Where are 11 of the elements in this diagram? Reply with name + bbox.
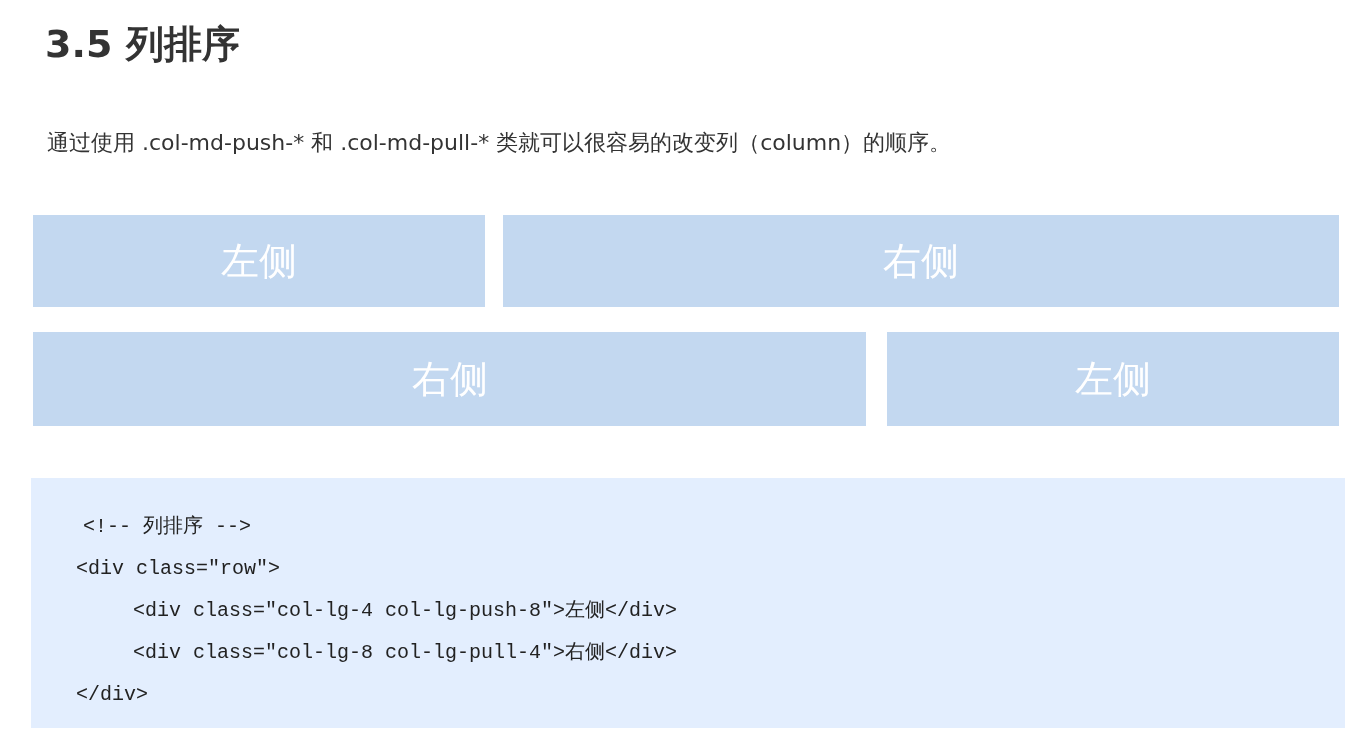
column-box: 左侧: [33, 215, 485, 307]
code-line: </div>: [76, 682, 148, 708]
code-line: <div class="row">: [76, 556, 281, 582]
column-box: 右侧: [33, 332, 866, 426]
column-box: 左侧: [887, 332, 1339, 426]
code-line: <div class="col-lg-8 col-lg-pull-4">右侧</div>: [133, 640, 678, 666]
column-box: 右侧: [503, 215, 1339, 307]
code-line: <!-- 列排序 -->: [83, 514, 252, 540]
description-text: 通过使用 .col-md-push-* 和 .col-md-pull-* 类就可以很容易的改变列（column）的顺序。: [47, 129, 952, 157]
code-line: <div class="col-lg-4 col-lg-push-8">左侧</div>: [133, 598, 678, 624]
title: 3.5 列排序: [45, 21, 240, 68]
